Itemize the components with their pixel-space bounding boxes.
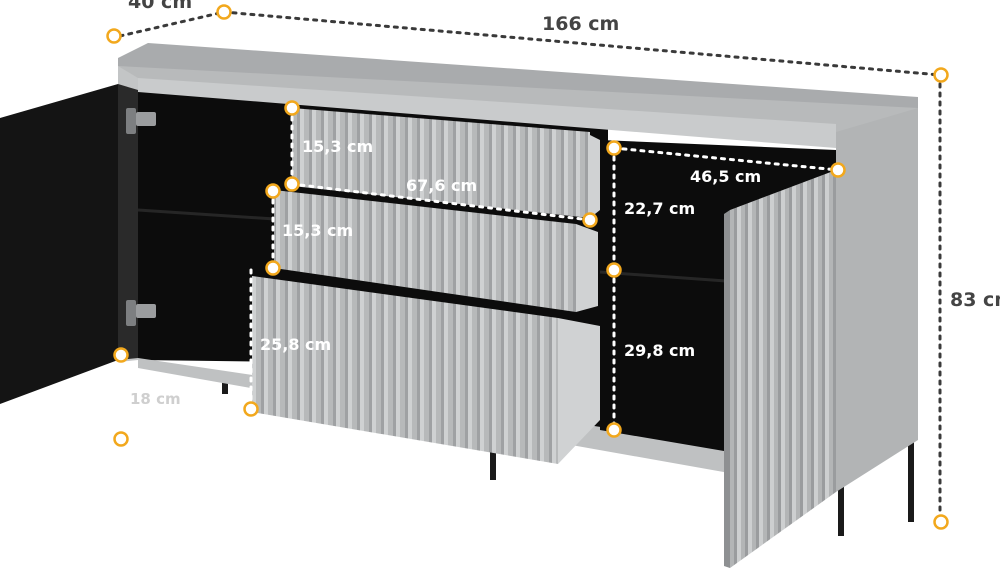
leg-back-right [908, 440, 914, 522]
label-right-width: 46,5 cm [690, 167, 761, 186]
drawer-bottom-side [558, 318, 600, 464]
left-door-edge [118, 84, 138, 360]
label-width: 166 cm [542, 13, 619, 35]
marker-leg-bottom [113, 431, 129, 447]
hinge-lower [126, 300, 136, 326]
drawer-middle-side [576, 224, 598, 312]
label-right-lower-height: 29,8 cm [624, 341, 695, 360]
marker-drawer-top-a [284, 100, 300, 116]
label-drawer-bottom-height: 25,8 cm [260, 335, 331, 354]
cabinet-top-lip [138, 78, 836, 148]
label-leg-height: 18 cm [130, 390, 181, 408]
drawer-middle-front[interactable] [274, 190, 576, 312]
label-depth: 40 cm [128, 0, 192, 13]
right-width-line [612, 146, 840, 172]
label-drawer-middle-height: 15,3 cm [282, 221, 353, 240]
drawers [252, 108, 600, 464]
marker-height-end [933, 514, 949, 530]
cabinet-right-side [836, 108, 918, 492]
marker-right-top [606, 140, 622, 156]
dimension-markers [106, 4, 949, 530]
label-right-upper-height: 22,7 cm [624, 199, 695, 218]
marker-right-shelf [606, 262, 622, 278]
hinge-lower-plate [136, 304, 156, 318]
drawer-top-front[interactable] [292, 108, 590, 218]
marker-right-width-end [830, 162, 846, 178]
marker-drawer-bottom-b [243, 401, 259, 417]
left-door[interactable] [0, 84, 156, 404]
right-compartment-shelf [599, 270, 741, 284]
right-door-front [730, 170, 836, 568]
dimension-labels: 40 cm 166 cm 83 cm 15,3 cm 67,6 cm 15,3 … [128, 0, 1000, 408]
marker-leg-top [113, 347, 129, 363]
marker-right-bottom [606, 422, 622, 438]
depth-line [118, 10, 226, 38]
marker-drawer-middle-a [265, 183, 281, 199]
leg-front-right [838, 470, 844, 536]
marker-depth-start [106, 28, 122, 44]
drawer-bottom-front[interactable] [252, 276, 558, 464]
hinge-upper-plate [136, 112, 156, 126]
leg-front-middle [490, 450, 496, 480]
cabinet-top [118, 43, 918, 110]
marker-drawer-middle-b [265, 260, 281, 276]
right-door[interactable] [724, 170, 836, 568]
marker-depth-end [216, 4, 232, 20]
hinge-upper [126, 108, 136, 134]
drawer-top-side [590, 135, 600, 218]
right-door-edge [724, 210, 730, 568]
label-drawer-width: 67,6 cm [406, 176, 477, 195]
marker-drawer-top-b [284, 176, 300, 192]
left-door-inner-panel [0, 84, 118, 404]
marker-width-end [933, 67, 949, 83]
label-height: 83 cm [950, 289, 1000, 311]
left-compartment-shelf [137, 208, 291, 222]
dimension-lines [118, 10, 942, 524]
label-drawer-top-height: 15,3 cm [302, 137, 373, 156]
width-line [222, 10, 942, 77]
marker-drawer-width-end [582, 212, 598, 228]
